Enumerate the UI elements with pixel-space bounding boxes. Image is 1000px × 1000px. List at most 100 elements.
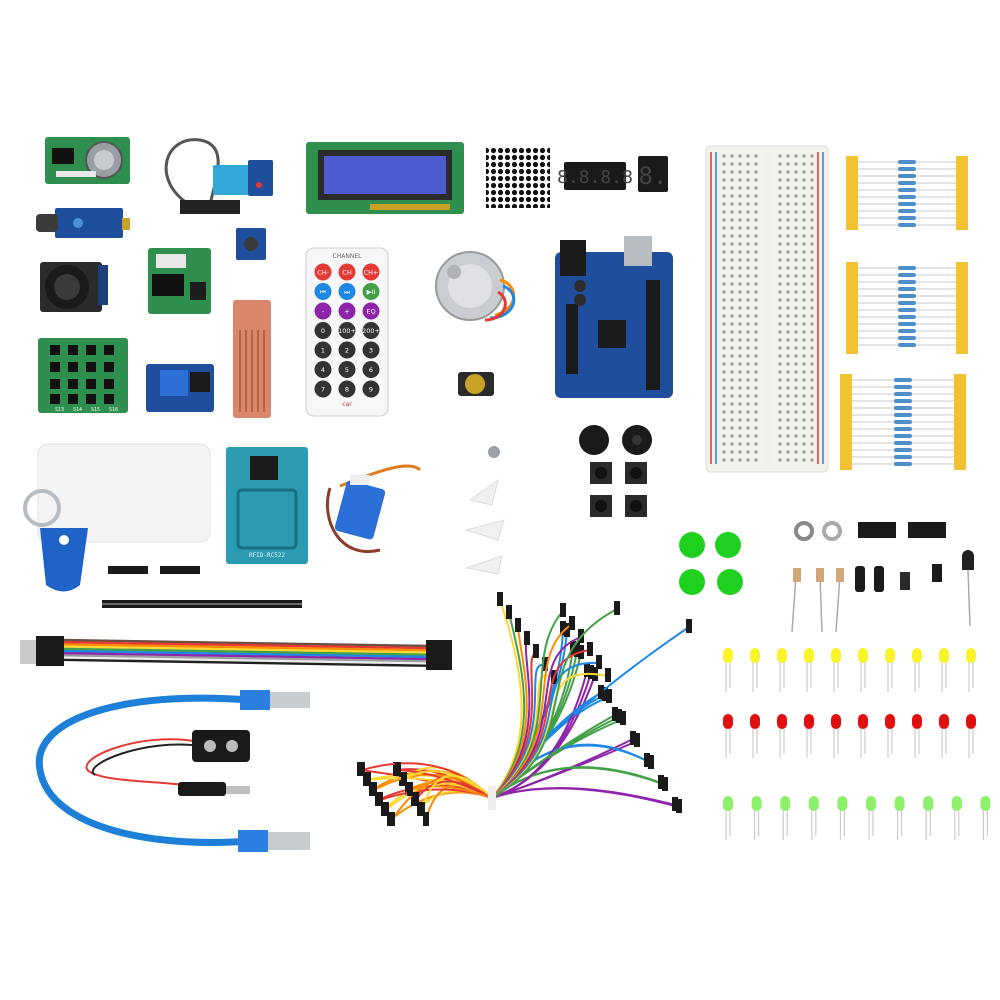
resistor-body <box>898 202 916 206</box>
led-rows <box>723 648 991 840</box>
led <box>723 648 733 663</box>
jumper-connector <box>588 665 594 679</box>
remote-key <box>314 322 332 339</box>
jumper-wire <box>491 612 526 799</box>
led <box>951 796 962 811</box>
resistor-body <box>898 336 916 340</box>
remote-key-label: 0 <box>321 327 325 335</box>
remote-key-label: 200+ <box>362 327 380 335</box>
ribbon-wire <box>59 658 431 667</box>
resistor-tape <box>954 374 966 470</box>
remote-key <box>314 263 332 281</box>
jumper-wire <box>491 608 618 799</box>
led <box>912 648 922 663</box>
resistor-body <box>898 294 916 298</box>
jumper-connector <box>413 792 419 806</box>
led-matrix-8x8 <box>486 146 550 208</box>
membrane-keypad-4x4: S13 S14 S15 S16 <box>38 338 128 413</box>
jumper-connector <box>401 772 407 786</box>
jumper-connector <box>602 687 608 701</box>
jumper-connector <box>686 619 692 633</box>
push-buttons <box>590 462 647 517</box>
led <box>966 648 976 663</box>
jumper-connector <box>359 762 365 776</box>
remote-key <box>338 263 356 281</box>
resistor-body <box>898 167 916 171</box>
jumper-connector <box>560 621 566 635</box>
jumper-connector <box>407 782 413 796</box>
jumper-connector <box>644 753 650 767</box>
resistor-body <box>894 448 912 452</box>
resistor-body <box>894 427 912 431</box>
remote-key-label: ▶II <box>367 288 376 296</box>
resistor-body <box>898 216 916 220</box>
ribbon-wire <box>59 647 431 656</box>
led <box>923 796 934 811</box>
jumper-connector <box>658 775 664 789</box>
ribbon-wire <box>59 641 431 650</box>
ribbon-wire <box>59 643 431 652</box>
remote-key <box>338 302 356 320</box>
potentiometer <box>458 372 494 396</box>
four-digit-display: 8.8.8.8 <box>557 162 633 190</box>
remote-key <box>338 380 356 398</box>
rtc-clock-module <box>45 137 130 184</box>
keypad-label: S15 <box>91 407 100 413</box>
ribbon-wire <box>59 654 431 663</box>
remote-key-label: - <box>322 308 325 316</box>
jumper-connector <box>524 631 530 645</box>
jumper-wire <box>491 663 546 799</box>
led <box>894 796 905 811</box>
rfid-label: RFID-RC522 <box>249 552 286 559</box>
jumper-connector <box>630 731 636 745</box>
jumper-connector <box>606 689 612 703</box>
led <box>804 648 814 663</box>
lcd-1602-display <box>306 142 464 214</box>
remote-key <box>314 341 332 359</box>
resistor-body <box>894 399 912 403</box>
jumper-connector <box>672 797 678 811</box>
led <box>866 796 876 811</box>
remote-key-label: CH+ <box>364 269 379 277</box>
led <box>751 796 762 811</box>
remote-key <box>338 361 356 378</box>
resistor-body <box>894 378 912 382</box>
led <box>804 714 814 729</box>
remote-key <box>338 341 356 359</box>
jumper-connector <box>377 792 383 806</box>
led <box>777 714 787 729</box>
remote-key <box>362 380 380 398</box>
water-level-sensor <box>233 300 271 418</box>
jumper-wire <box>421 774 493 811</box>
remote-key-label: CH- <box>317 269 329 277</box>
led <box>980 796 991 811</box>
remote-key-label: 3 <box>369 347 373 355</box>
jumper-connector <box>648 755 654 769</box>
remote-key-label: ⏭ <box>344 288 350 296</box>
four-digit-text: 8.8.8.8 <box>557 167 633 188</box>
jumper-connector <box>612 707 618 721</box>
resistor-body <box>898 301 916 305</box>
jumper-wire <box>415 780 493 801</box>
resistor-body <box>894 392 912 396</box>
resistor-body <box>894 385 912 389</box>
resistor-body <box>898 174 916 178</box>
led <box>885 648 895 663</box>
remote-key <box>314 361 332 378</box>
resistor-body <box>894 434 912 438</box>
remote-key <box>314 283 332 300</box>
remote-key-label: 5 <box>345 366 349 374</box>
resistor-body <box>894 462 912 466</box>
dupont-ribbon-cable <box>20 636 452 670</box>
remote-key-label: 4 <box>321 366 325 374</box>
led <box>966 714 976 729</box>
remote-key-label: 100+ <box>338 327 356 335</box>
relay-module <box>146 364 214 412</box>
remote-key-label: CH <box>342 269 352 277</box>
servo-motor <box>325 464 422 554</box>
green-button-caps <box>679 532 743 595</box>
keypad-label: S13 <box>55 407 64 413</box>
jumper-connector <box>560 603 566 617</box>
resistor-tape <box>956 262 968 354</box>
